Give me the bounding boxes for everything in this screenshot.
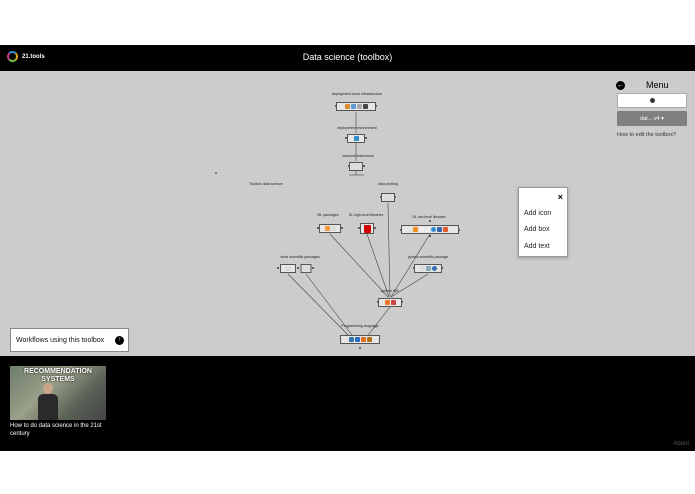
video-strip: RECOMMENDATION SYSTEMS How to do data sc… [0,356,695,451]
pytorch-icon [430,227,436,232]
logo-text: 21.tools [22,53,45,60]
node-label-python-sci: python scientific package [407,255,449,259]
cntk-icon [424,227,430,232]
settings-button[interactable] [617,93,687,108]
node-label-ml-packages: ML packages [317,213,339,217]
close-icon[interactable]: × [557,192,563,202]
toolbox-canvas[interactable]: deployment cloud infrastructure deployme… [0,71,695,356]
video-caption[interactable]: How to do data science in the 21st centu… [10,423,102,437]
context-menu: × Add icon Add box Add text [518,187,568,257]
mxnet-icon [436,227,442,232]
graph-edges [215,105,460,349]
node-deployment-cloud[interactable] [336,102,376,111]
node-ml-packages[interactable] [319,224,341,233]
package-icon [285,266,291,271]
about-link[interactable]: About [673,441,689,447]
theano-icon [418,227,424,232]
python-icon [348,337,354,342]
r-icon [354,337,360,342]
azure-icon [350,104,356,109]
top-bar: 21.tools Data science (toolbox) [0,45,695,71]
cloud-icon [356,104,362,109]
video-thumbnail[interactable]: RECOMMENDATION SYSTEMS [10,366,106,420]
node-python-sci[interactable] [414,264,442,273]
node-label-deployment-env: deployment environment [337,126,377,130]
node-backend[interactable] [349,162,363,171]
scipy-icon [431,266,437,271]
node-python-ide[interactable] [378,298,402,307]
node-label-dl-low: DL low-level libraries [412,215,446,219]
workflows-button[interactable]: Workflows using this toolbox ↑ [10,328,129,352]
spyder-icon [390,300,396,305]
help-link[interactable]: How to edit the toolbox? [617,132,677,138]
docker-icon [353,136,359,141]
keras-icon [363,224,371,233]
pandas-icon [419,266,425,271]
node-label-python-ide: python IDE [381,289,399,293]
workflows-label: Workflows using this toolbox [16,336,105,344]
presenter-figure [38,383,58,420]
menu-header: ← Menu [616,80,688,92]
presenter-head [43,383,53,394]
page-title: Data science (toolbox) [302,52,393,62]
server-icon [362,104,368,109]
add-icon-item[interactable]: Add icon [524,210,552,217]
numpy-icon [425,266,431,271]
menu-label: Menu [646,80,669,90]
add-box-item[interactable]: Add box [524,226,550,233]
arrow-left-icon[interactable]: ← [616,81,625,90]
java-icon [366,337,372,342]
node-label-backend: backend framework [342,154,374,158]
thumbnail-title: RECOMMENDATION SYSTEMS [24,368,92,383]
presenter-body [38,394,58,420]
tensorflow-icon [412,227,418,232]
node-dl-high[interactable] [360,223,374,234]
node-prog-lang[interactable] [340,335,380,344]
version-select[interactable]: dat... v4 ▾ [617,111,687,126]
sklearn-icon [324,226,330,231]
node-data-plotting[interactable] [381,193,395,202]
free-text-toolbox: Toolbox data science [249,182,283,186]
node-label-dl-high: DL high-level libraries [348,213,384,217]
node-label-deployment-cloud: deployment cloud infrastructure [331,92,383,96]
node-label-data-plotting: data plotting [378,182,398,186]
gear-icon [649,98,655,103]
jupyter-icon [384,300,390,305]
node-dl-low[interactable] [401,225,459,234]
add-text-item[interactable]: Add text [524,243,550,250]
node-label-other-sci: other scientific packages [280,255,320,259]
node-other-sci-a[interactable] [280,264,296,273]
logo-ring-icon [7,51,18,62]
arrow-up-circle-icon: ↑ [115,335,125,345]
node-label-prog-lang: Programming language [341,324,379,328]
aws-icon [344,104,350,109]
package-icon [330,226,336,231]
node-other-sci-b[interactable] [300,264,312,273]
app-logo[interactable]: 21.tools [7,51,45,62]
node-deployment-env[interactable] [347,134,365,143]
matlab-icon [360,337,366,342]
caffe-icon [442,227,448,232]
